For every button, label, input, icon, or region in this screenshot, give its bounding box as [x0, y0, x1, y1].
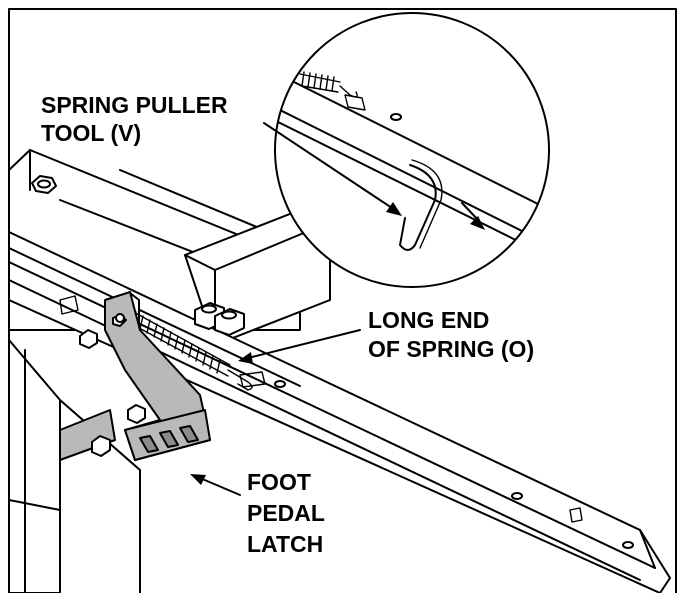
- label-foot-pedal-line3: LATCH: [247, 531, 323, 557]
- leader-spring-puller: [263, 122, 402, 216]
- spring-puller-tool: [399, 164, 437, 251]
- zoom-detail-circle: [274, 12, 550, 288]
- hex-nut-lower: [79, 329, 146, 457]
- label-long-end-of-spring: LONG END OF SPRING (O): [363, 303, 563, 363]
- label-foot-pedal-line1: FOOT: [247, 469, 311, 495]
- label-spring-puller-tool: SPRING PULLER TOOL (V): [36, 88, 248, 148]
- foot-pedal-latch: [104, 291, 211, 461]
- extension-spring: [127, 309, 253, 391]
- leader-long-end: [238, 329, 361, 364]
- leader-foot-pedal: [190, 474, 241, 496]
- pull-direction-arrow: [461, 202, 485, 230]
- hex-nut-top: [31, 175, 57, 194]
- label-spring-puller-line1: SPRING PULLER: [41, 92, 228, 118]
- spring-puller-tool-inner: [411, 159, 443, 249]
- label-foot-pedal-latch: FOOT PEDAL LATCH: [241, 465, 341, 561]
- label-long-end-line2: OF SPRING (O): [368, 336, 534, 362]
- label-foot-pedal-line2: PEDAL: [247, 500, 325, 526]
- label-spring-puller-line2: TOOL (V): [41, 120, 141, 146]
- label-long-end-line1: LONG END: [368, 307, 489, 333]
